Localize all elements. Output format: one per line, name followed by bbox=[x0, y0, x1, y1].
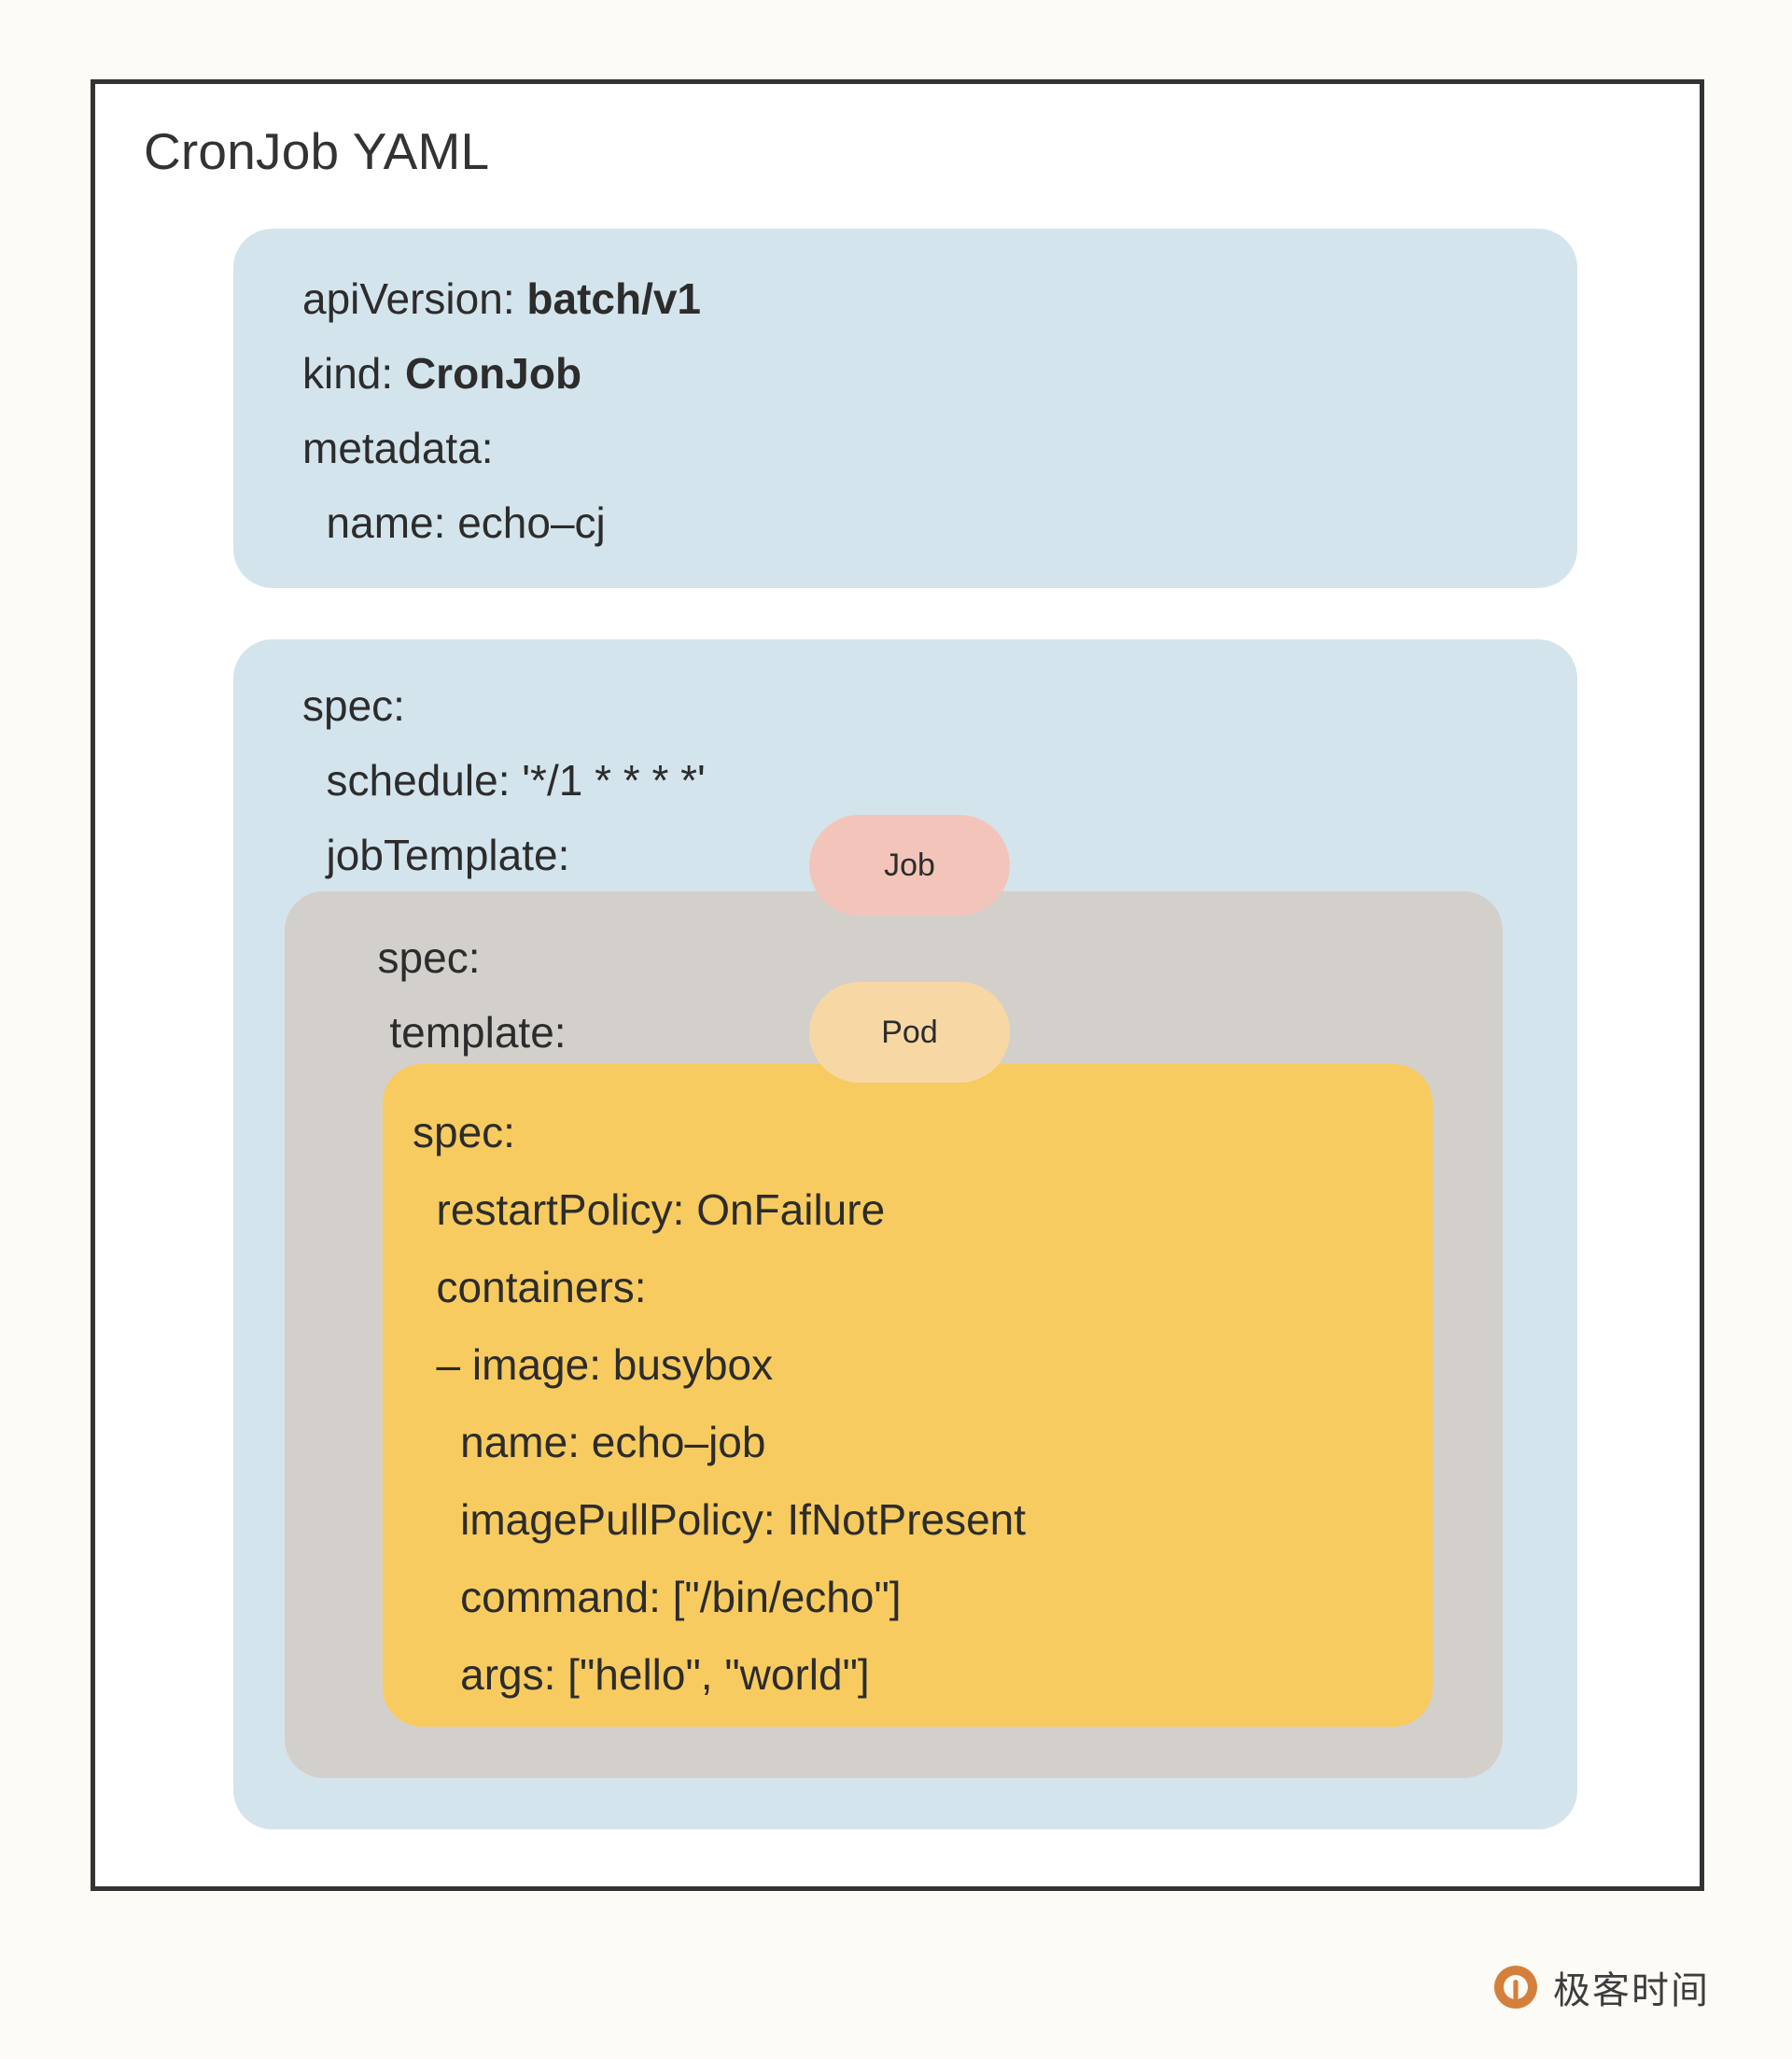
pod-spec-block: spec: restartPolicy: OnFailure container… bbox=[383, 1064, 1433, 1727]
pod-badge: Pod bbox=[809, 982, 1010, 1083]
yaml-line-image: – image: busybox bbox=[413, 1340, 774, 1389]
page-title: CronJob YAML bbox=[144, 122, 490, 180]
yaml-line-command: command: ["/bin/echo"] bbox=[413, 1573, 902, 1621]
yaml-line-apiversion: apiVersion: batch/v1 bbox=[302, 277, 701, 320]
yaml-line-job-spec: spec: bbox=[354, 933, 481, 982]
yaml-line-jobtemplate: jobTemplate: bbox=[302, 831, 570, 879]
yaml-line-template: template: bbox=[354, 1008, 567, 1057]
yaml-line-schedule: schedule: '*/1 * * * *' bbox=[302, 756, 706, 805]
yaml-line-restartpolicy: restartPolicy: OnFailure bbox=[413, 1185, 886, 1234]
yaml-line-imagepullpolicy: imagePullPolicy: IfNotPresent bbox=[413, 1495, 1027, 1544]
yaml-key-kind: kind: bbox=[302, 349, 405, 398]
job-badge-label: Job bbox=[884, 847, 935, 883]
watermark: 极客时间 bbox=[1491, 1960, 1710, 2014]
yaml-line-metadata-name: name: echo–cj bbox=[302, 498, 606, 547]
diagram-card: CronJob YAML apiVersion: batch/v1 kind: … bbox=[91, 79, 1704, 1891]
pod-badge-label: Pod bbox=[881, 1014, 938, 1050]
geektime-logo-icon bbox=[1491, 1963, 1540, 2011]
yaml-line-containers: containers: bbox=[413, 1263, 647, 1311]
yaml-line-args: args: ["hello", "world"] bbox=[413, 1650, 870, 1699]
yaml-value-apiversion: batch/v1 bbox=[526, 274, 702, 323]
yaml-key-apiversion: apiVersion: bbox=[302, 274, 527, 323]
job-badge: Job bbox=[809, 815, 1010, 916]
yaml-line-container-name: name: echo–job bbox=[413, 1418, 766, 1466]
watermark-label: 极客时间 bbox=[1553, 1969, 1710, 2012]
yaml-line-kind: kind: CronJob bbox=[302, 352, 581, 395]
yaml-line-pod-spec: spec: bbox=[413, 1108, 515, 1156]
yaml-line-spec: spec: bbox=[302, 681, 405, 730]
yaml-line-metadata: metadata: bbox=[302, 424, 494, 472]
metadata-block: apiVersion: batch/v1 kind: CronJob metad… bbox=[233, 229, 1577, 588]
yaml-value-kind: CronJob bbox=[404, 349, 582, 398]
